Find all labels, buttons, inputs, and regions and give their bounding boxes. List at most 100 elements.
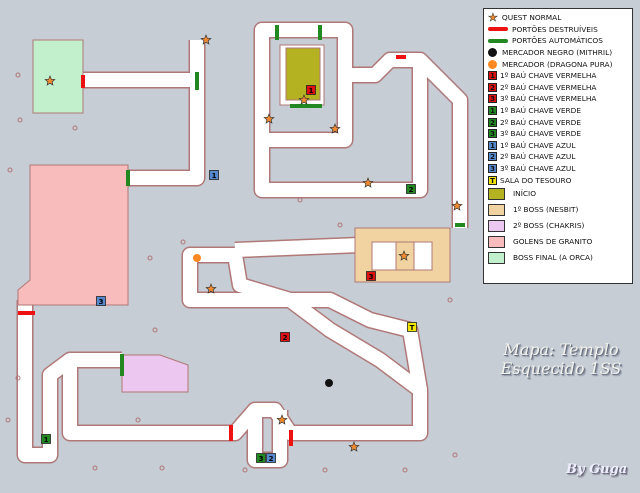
- chest-badge-icon: 2: [488, 152, 497, 162]
- area-swatch: [488, 203, 505, 216]
- quest-star-icon: [298, 94, 310, 105]
- quest-star-icon: [329, 123, 341, 134]
- area-swatch: [488, 187, 505, 200]
- merchant-dot-icon: [488, 48, 497, 58]
- chest-number: 1: [44, 436, 49, 444]
- chest-badge: [41, 434, 51, 444]
- map-title-line1: Mapa: Templo: [503, 340, 619, 359]
- legend-label: 3º BAÚ CHAVE VERMELHA: [500, 94, 597, 104]
- decor-dot: [152, 327, 158, 333]
- legend-label: MERCADOR NEGRO (MITHRIL): [502, 48, 613, 58]
- boss2-room: [121, 354, 189, 393]
- golems-room: [17, 164, 129, 306]
- legend-item: 2º BOSS (CHAKRIS): [488, 218, 628, 234]
- chest-badge: [280, 332, 290, 342]
- merchant-dot-icon: [488, 59, 497, 69]
- legend-item: GOLENS DE GRANITO: [488, 234, 628, 250]
- decor-dot: [15, 375, 21, 381]
- decor-dot: [159, 465, 165, 471]
- chest-number: 2: [283, 334, 288, 342]
- chest-badge-icon: 3: [488, 164, 497, 174]
- chest-number: 1: [309, 87, 314, 95]
- gate-line-icon: [488, 27, 508, 32]
- decor-dot: [92, 465, 98, 471]
- corridor: [83, 40, 204, 185]
- quest-star-icon: [44, 75, 56, 86]
- chest-badge-icon: 3: [488, 94, 497, 104]
- area-swatch: [488, 251, 505, 264]
- chest-badge-icon: 1: [488, 140, 497, 150]
- author-signature: By Guga: [566, 462, 628, 477]
- decor-dot: [5, 417, 11, 423]
- area-swatch: [488, 219, 505, 232]
- legend-label: 2º BOSS (CHAKRIS): [513, 221, 585, 231]
- legend-label: 2º BAÚ CHAVE VERDE: [500, 117, 582, 127]
- chest-badge: [406, 184, 416, 194]
- chest-badge: [306, 85, 316, 95]
- chest-number: 3: [369, 273, 374, 281]
- corridor: [234, 238, 427, 392]
- gate-line-icon: [488, 38, 508, 43]
- decor-dot: [15, 72, 21, 78]
- decor-dot: [297, 197, 303, 203]
- legend-label: 1º BOSS (NESBIT): [513, 205, 579, 215]
- quest-star-icon: [451, 200, 463, 211]
- area-swatch: [488, 235, 505, 248]
- legend-label: QUEST NORMAL: [501, 13, 562, 23]
- legend-label: 1º BAÚ CHAVE VERMELHA: [500, 71, 597, 81]
- chest-number: 3: [99, 298, 104, 306]
- legend-label: BOSS FINAL (A ORCA): [513, 253, 593, 263]
- merchant-dragona-icon: [193, 254, 201, 262]
- chest-badge-icon: 2: [488, 82, 497, 92]
- chest-badge: [96, 296, 106, 306]
- legend-item: ★QUEST NORMAL: [488, 11, 628, 25]
- chest-badge: [407, 322, 417, 332]
- legend-label: GOLENS DE GRANITO: [513, 237, 593, 247]
- chest-number: 1: [212, 172, 217, 180]
- decor-dot: [135, 417, 141, 423]
- legend-label: PORTÕES DESTRUÍVEIS: [512, 24, 598, 34]
- chest-badge: [209, 170, 219, 180]
- quest-star-icon: [398, 250, 410, 261]
- legend-label: 1º BAÚ CHAVE AZUL: [500, 140, 576, 150]
- decor-dot: [337, 222, 343, 228]
- legend-item: MERCADOR (DRAGONA PURA): [488, 58, 628, 70]
- chest-badge: [266, 453, 276, 463]
- decor-dot: [452, 452, 458, 458]
- black-merchant-icon: [325, 379, 333, 387]
- quest-star-icon: [205, 283, 217, 294]
- legend-item: PORTÕES DESTRUÍVEIS: [488, 24, 628, 36]
- legend-label: INÍCIO: [513, 189, 537, 199]
- chest-badge-icon: T: [488, 175, 497, 185]
- legend-label: MERCADOR (DRAGONA PURA): [502, 59, 613, 69]
- corridor-wall: [83, 40, 206, 187]
- legend-label: PORTÕES AUTOMÁTICOS: [512, 36, 603, 46]
- decor-dot: [72, 125, 78, 131]
- legend-item: 1º BOSS (NESBIT): [488, 202, 628, 218]
- quest-star-icon: [362, 177, 374, 188]
- map-title-line2: Esquecido 1SS: [500, 359, 622, 378]
- decor-dot: [180, 239, 186, 245]
- quest-star-icon: [200, 34, 212, 45]
- chest-badge-icon: 1: [488, 71, 497, 81]
- decor-dot: [402, 467, 408, 473]
- chest-number: T: [410, 324, 415, 332]
- decor-dot: [17, 117, 23, 123]
- decor-dot: [242, 467, 248, 473]
- chest-badge: [256, 453, 266, 463]
- star-icon: ★: [488, 11, 498, 25]
- legend-label: 2º BAÚ CHAVE VERMELHA: [500, 82, 597, 92]
- boss-final-room: [32, 39, 84, 114]
